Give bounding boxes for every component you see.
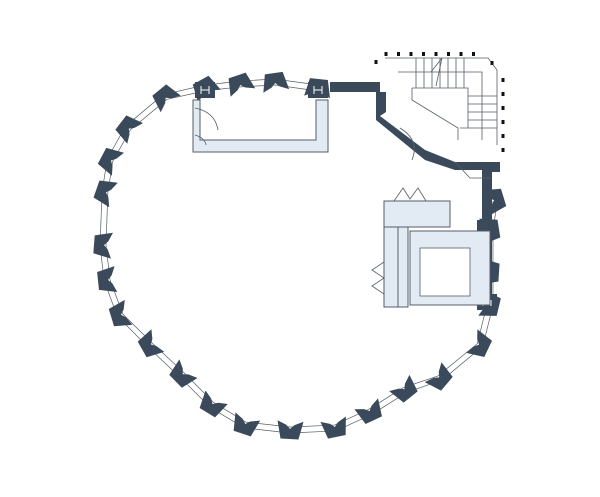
column bbox=[263, 71, 290, 93]
railing-post bbox=[459, 52, 463, 56]
railing-post bbox=[447, 52, 450, 56]
railing-post bbox=[501, 148, 505, 152]
column bbox=[424, 362, 453, 391]
stair-railing-dots bbox=[374, 52, 505, 152]
column bbox=[389, 374, 418, 403]
railing-post bbox=[490, 61, 494, 65]
railing-post bbox=[422, 52, 425, 56]
railing-post bbox=[501, 120, 505, 124]
column bbox=[277, 420, 304, 440]
perimeter-columns bbox=[93, 71, 507, 440]
elevator-core bbox=[371, 187, 491, 308]
column bbox=[93, 180, 118, 208]
railing-post bbox=[501, 92, 505, 96]
stair-arrow-icon bbox=[430, 57, 443, 87]
railing-post bbox=[501, 106, 505, 110]
railing-post bbox=[472, 52, 475, 56]
column bbox=[115, 115, 144, 144]
column bbox=[354, 398, 382, 424]
column bbox=[228, 72, 256, 97]
room-wall-light bbox=[192, 99, 329, 153]
glazing-line bbox=[105, 84, 493, 428]
railing-post bbox=[374, 60, 378, 64]
column bbox=[108, 299, 133, 327]
railing-post bbox=[384, 52, 388, 56]
door-swing-icon bbox=[393, 187, 427, 202]
column bbox=[137, 329, 165, 358]
column bbox=[97, 147, 125, 176]
top-room bbox=[192, 99, 329, 153]
railing-post bbox=[434, 52, 438, 56]
door-swing-icon bbox=[194, 107, 219, 131]
door-swing-icon bbox=[399, 127, 415, 161]
railing-post bbox=[409, 52, 413, 56]
column bbox=[320, 416, 346, 439]
column bbox=[169, 359, 198, 388]
column bbox=[93, 232, 113, 259]
railing-post bbox=[501, 134, 505, 138]
column-h-icon bbox=[200, 86, 210, 94]
railing-post bbox=[397, 52, 400, 56]
door-swing-icon bbox=[194, 134, 207, 146]
column-h-icon bbox=[313, 86, 323, 94]
column bbox=[152, 84, 181, 113]
column bbox=[466, 329, 492, 357]
column bbox=[233, 412, 261, 437]
column bbox=[199, 390, 228, 418]
door-swing-icon bbox=[371, 261, 385, 295]
elevator-icon bbox=[419, 247, 471, 297]
column bbox=[97, 266, 118, 293]
railing-post bbox=[501, 78, 505, 82]
